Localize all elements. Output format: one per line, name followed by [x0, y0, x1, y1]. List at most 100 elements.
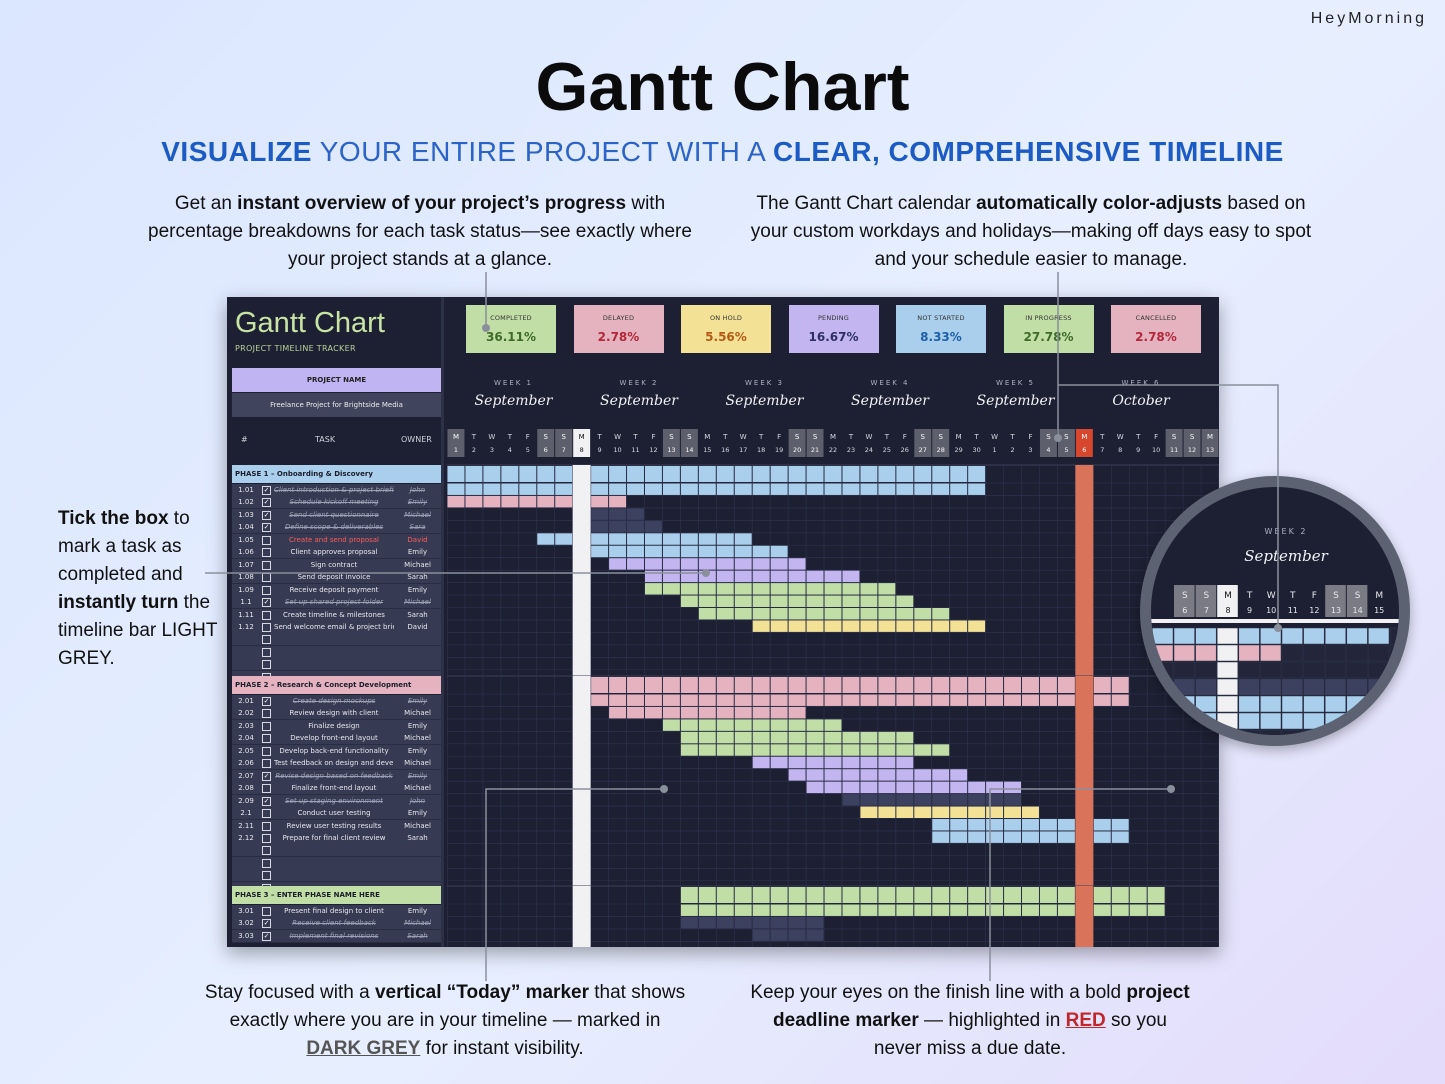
task-bar-cell — [501, 483, 519, 495]
task-checkbox[interactable] — [262, 660, 271, 670]
phase-bar-cell — [824, 887, 842, 903]
task-checkbox[interactable]: ✓ — [262, 523, 271, 533]
task-checkbox[interactable] — [262, 610, 271, 620]
task-number: 3.02 — [238, 919, 254, 928]
day-letter: M — [704, 433, 710, 441]
task-bar-cell — [770, 608, 788, 620]
task-checkbox[interactable] — [262, 635, 271, 645]
task-checkbox[interactable] — [262, 809, 271, 819]
phase-bar-cell — [1129, 887, 1147, 903]
task-checkbox[interactable]: ✓ — [262, 919, 271, 929]
task-checkbox[interactable] — [262, 846, 271, 856]
task-bar-cell — [824, 583, 842, 595]
day-number: 28 — [937, 446, 945, 454]
task-bar-cell — [896, 483, 914, 495]
day-letter: W — [740, 433, 747, 441]
task-checkbox[interactable] — [262, 821, 271, 831]
task-checkbox[interactable] — [262, 585, 271, 595]
zoom-cell — [1173, 678, 1195, 696]
day-header-cell — [627, 429, 644, 457]
phase-bar-cell — [752, 466, 770, 482]
day-letter: F — [651, 433, 655, 441]
task-checkbox[interactable] — [262, 622, 271, 632]
zoom-cell — [1368, 678, 1390, 696]
phase-bar-cell — [483, 466, 501, 482]
task-checkbox[interactable] — [262, 746, 271, 756]
task-checkbox[interactable]: ✓ — [262, 697, 271, 706]
task-checkbox[interactable] — [262, 907, 271, 916]
task-checkbox[interactable] — [262, 871, 271, 881]
task-checkbox[interactable]: ✓ — [262, 486, 271, 495]
task-bar-cell — [627, 533, 644, 545]
zoom-day-cell — [1325, 585, 1346, 617]
task-bar-cell — [806, 608, 824, 620]
task-checkbox[interactable] — [262, 560, 271, 570]
task-checkbox[interactable]: ✓ — [262, 771, 271, 781]
zoom-cell — [1303, 712, 1325, 730]
task-checkbox[interactable] — [262, 833, 271, 843]
today-marker — [572, 676, 591, 894]
task-bar-cell — [770, 706, 788, 719]
task-bar-cell — [591, 495, 609, 508]
task-checkbox[interactable]: ✓ — [262, 931, 271, 941]
zoom-day-cell — [1346, 585, 1368, 617]
task-owner: Sarah — [407, 573, 428, 582]
task-bar-cell — [770, 694, 788, 706]
task-bar-cell — [752, 719, 770, 731]
task-bar-cell — [950, 904, 968, 916]
task-bar-cell — [788, 620, 806, 632]
status-label: DELAYED — [602, 314, 635, 322]
task-checkbox[interactable]: ✓ — [262, 598, 271, 608]
phase-bar-cell — [537, 466, 555, 482]
zoom-cell — [1303, 644, 1325, 662]
task-checkbox[interactable] — [262, 535, 271, 545]
task-owner: Michael — [404, 821, 431, 830]
task-bar-cell — [555, 495, 573, 508]
task-checkbox[interactable] — [262, 721, 271, 731]
task-name: Create timeline & milestones — [283, 610, 385, 619]
task-row — [232, 856, 441, 870]
phase-bar-cell — [860, 887, 878, 903]
day-number: 8 — [580, 446, 584, 454]
task-checkbox[interactable]: ✓ — [262, 498, 271, 508]
task-checkbox[interactable] — [262, 858, 271, 868]
day-header-cell — [519, 429, 537, 457]
phase-bar-cell — [950, 677, 968, 693]
day-letter: S — [1172, 433, 1177, 441]
task-checkbox[interactable]: ✓ — [262, 510, 271, 520]
zoom-cell — [1195, 729, 1217, 735]
task-number: 2.03 — [238, 721, 254, 730]
task-bar-cell — [932, 608, 950, 620]
zoom-cell — [1324, 627, 1347, 645]
task-checkbox[interactable] — [262, 647, 271, 657]
task-bar-cell — [1039, 831, 1057, 843]
week-label: WEEK 3 — [744, 379, 785, 387]
task-checkbox[interactable] — [262, 709, 271, 719]
task-bar-cell — [860, 781, 878, 794]
week-month: September — [725, 393, 804, 409]
task-bar-cell — [914, 744, 932, 756]
phase-bar-cell — [698, 466, 716, 482]
task-checkbox[interactable] — [262, 784, 271, 794]
task-row — [232, 645, 441, 659]
zoom-day-cell — [1282, 585, 1303, 617]
project-name-field[interactable]: Freelance Project for Brightside Media — [232, 393, 441, 417]
task-bar-cell — [824, 731, 842, 744]
task-checkbox[interactable] — [262, 734, 271, 744]
task-checkbox[interactable] — [262, 548, 271, 558]
phase-bar-cell — [824, 677, 842, 693]
task-bar-cell — [842, 781, 860, 794]
task-checkbox[interactable] — [262, 573, 271, 583]
deadline-marker — [1075, 676, 1094, 894]
task-panel: Gantt Chart PROJECT TIMELINE TRACKER PRO… — [227, 297, 444, 947]
task-name: Sign contract — [310, 560, 358, 569]
task-bar-cell — [824, 769, 842, 781]
day-number: 3 — [490, 446, 494, 454]
task-bar-cell — [878, 595, 896, 607]
day-letter: F — [777, 433, 781, 441]
task-checkbox[interactable] — [262, 759, 271, 769]
task-checkbox[interactable]: ✓ — [262, 796, 271, 806]
